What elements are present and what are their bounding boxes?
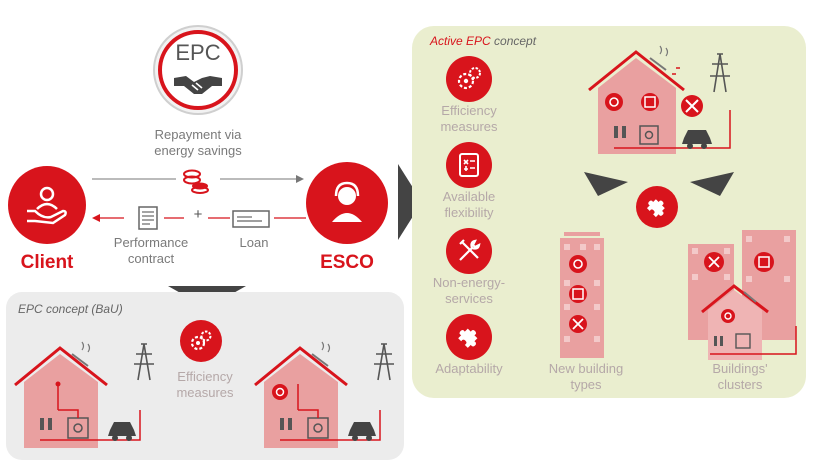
clusters-line1: Buildings' [712, 361, 768, 376]
bau-panel-title: EPC concept (BaU) [18, 302, 123, 316]
house-illustration-2 [250, 340, 400, 452]
arrow-down-right-icon [584, 172, 628, 196]
arrow-right-icon [92, 172, 304, 186]
contract-document-icon [138, 206, 158, 230]
plus-sign: + [193, 206, 203, 223]
adaptability-label: Adaptability [435, 361, 503, 376]
arrow-left-icon [92, 211, 306, 225]
clusters-line2: clusters [717, 377, 763, 392]
puzzle-icon [446, 314, 492, 360]
repayment-text-line1: Repayment via [154, 127, 242, 142]
efficiency-measures-line1: Efficiency [441, 103, 497, 118]
epc-badge [152, 24, 244, 116]
bau-efficiency-line1: Efficiency [177, 369, 233, 384]
non-energy-services-line2: services [445, 291, 493, 306]
bau-efficiency-line2: measures [176, 385, 234, 400]
active-panel-title: Active EPC concept [430, 34, 536, 48]
new-building-line2: types [570, 377, 602, 392]
performance-contract-line1: Performance [113, 235, 189, 250]
efficiency-gear-icon [180, 320, 222, 362]
non-energy-services-line1: Non-energy- [432, 275, 506, 290]
loan-label: Loan [239, 235, 269, 250]
efficiency-measures-icon [446, 56, 492, 102]
efficiency-measures-line2: measures [440, 119, 498, 134]
house-illustration-1 [10, 340, 160, 452]
available-flexibility-line2: flexibility [444, 205, 494, 220]
arrow-down-left-icon [690, 172, 734, 196]
active-panel-title-rest: concept [490, 34, 537, 48]
esco-label: ESCO [320, 252, 374, 273]
building-cluster-illustration [684, 226, 806, 362]
client-label: Client [20, 252, 74, 273]
central-puzzle-icon [636, 186, 678, 228]
tools-icon [446, 228, 492, 274]
new-building-line1: New building [548, 361, 624, 376]
epc-badge-label: EPC [175, 40, 221, 65]
loan-cheque-icon [232, 210, 270, 228]
client-icon [8, 166, 86, 244]
tower-building-illustration [556, 226, 610, 358]
chevron-right-icon [398, 164, 422, 240]
active-panel-title-highlight: Active EPC [430, 34, 491, 48]
available-flexibility-line1: Available [442, 189, 496, 204]
repayment-text-line2: energy savings [154, 143, 242, 158]
coins-icon [180, 168, 212, 194]
flexibility-icon [446, 142, 492, 188]
performance-contract-line2: contract [127, 251, 175, 266]
smart-house-illustration [584, 44, 744, 160]
esco-icon [306, 162, 388, 244]
handshake-icon [172, 72, 224, 98]
